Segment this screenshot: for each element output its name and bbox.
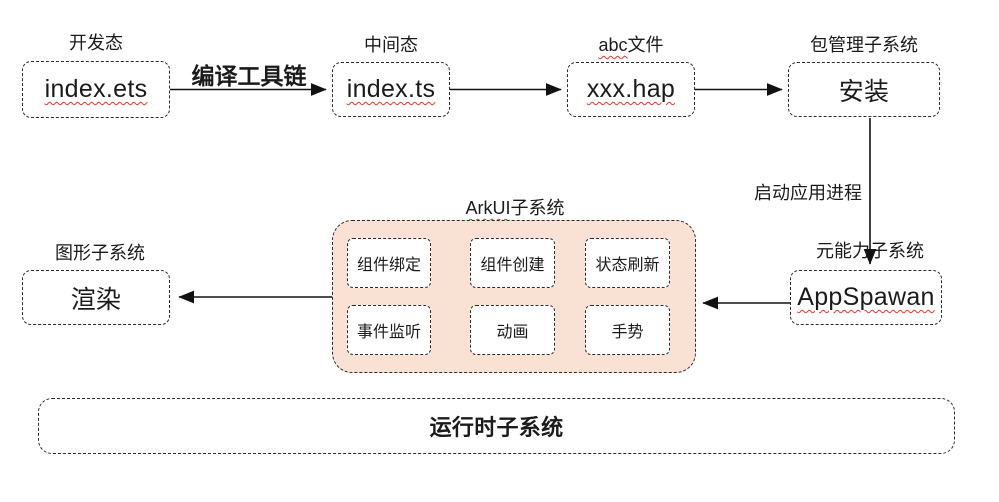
label-graphics-subsystem: 图形子系统 — [55, 243, 145, 263]
box-install: 安装 — [788, 62, 940, 117]
label-ability-subsystem: 元能力子系统 — [816, 241, 924, 261]
box-runtime-subsystem: 运行时子系统 — [38, 398, 955, 454]
label-package-subsystem: 包管理子系统 — [810, 35, 918, 55]
label-intermediate: 中间态 — [364, 35, 418, 55]
xxx-hap-text: xxx.hap — [586, 75, 676, 103]
index-ets-text: index.ets — [44, 75, 148, 103]
arkui-label-zh: 子系统 — [510, 198, 565, 218]
arkui-cell-state-refresh: 状态刷新 — [585, 238, 670, 288]
appspawan-text: AppSpawan — [797, 283, 935, 311]
arkui-cell-animation: 动画 — [470, 305, 555, 355]
abc-label-zh: 文件 — [627, 35, 664, 55]
arkui-cell-gesture: 手势 — [585, 305, 670, 355]
index-ts-text: index.ts — [346, 75, 436, 103]
abc-label-en: abc — [598, 35, 628, 55]
arkui-cell-event-listen: 事件监听 — [347, 305, 431, 355]
arkui-cell-component-creation: 组件创建 — [470, 238, 555, 288]
box-xxx-hap: xxx.hap — [567, 62, 695, 117]
label-abc-file: abc文件 — [567, 31, 695, 57]
box-index-ets: index.ets — [22, 61, 170, 118]
box-render: 渲染 — [22, 270, 170, 325]
label-arkui-subsystem: ArkUI子系统 — [430, 194, 600, 220]
label-compile-toolchain: 编译工具链 — [191, 63, 307, 89]
render-text: 渲染 — [70, 285, 122, 314]
install-text: 安装 — [838, 77, 890, 106]
label-dev-state: 开发态 — [69, 33, 123, 53]
box-appspawan: AppSpawan — [790, 270, 942, 325]
runtime-text: 运行时子系统 — [429, 415, 564, 440]
box-index-ts: index.ts — [332, 62, 450, 117]
arkui-label-en: ArkUI — [465, 198, 511, 218]
arkui-cell-component-binding: 组件绑定 — [347, 238, 431, 288]
label-launch-process: 启动应用进程 — [754, 183, 862, 203]
